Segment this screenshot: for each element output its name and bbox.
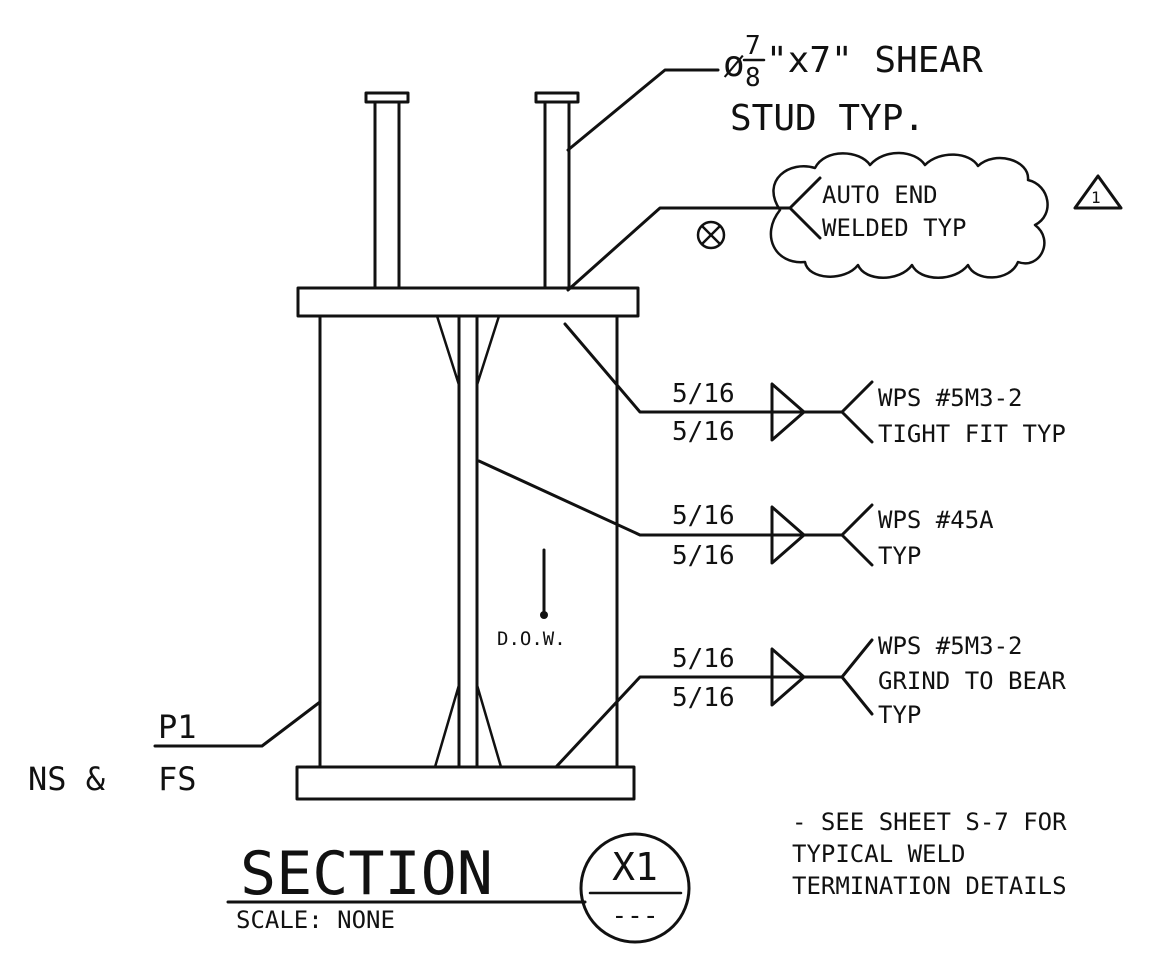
stud-size-text: "x7" SHEAR — [766, 40, 983, 81]
svg-text:1: 1 — [1091, 188, 1101, 207]
weld-symbol-middle: 5/16 5/16 WPS #45A TYP — [477, 459, 994, 571]
stud-frac-numerator: 7 — [745, 31, 761, 61]
bottom-flange — [295, 765, 636, 801]
web-plate — [457, 314, 479, 769]
sheet-note-line3: TERMINATION DETAILS — [792, 872, 1067, 900]
section-mark-bottom: --- — [612, 901, 659, 931]
weld-mid-line2: TYP — [878, 542, 921, 570]
revision-triangle-icon: 1 — [1073, 174, 1123, 210]
top-flange — [296, 286, 640, 318]
section-mark-top: X1 — [612, 845, 658, 889]
shear-stud-right — [534, 91, 580, 290]
stud-line2-text: STUD TYP. — [730, 98, 925, 139]
sheet-note-line2: TYPICAL WELD — [792, 840, 965, 868]
dow-label: D.O.W. — [497, 628, 566, 650]
weld-top-line2: TIGHT FIT TYP — [878, 420, 1066, 448]
weld-bot-size-arrow: 5/16 — [672, 644, 735, 674]
web-bottom-fillet-welds — [433, 683, 503, 769]
crossed-circle-icon — [696, 220, 726, 250]
shear-stud-left — [364, 91, 410, 290]
beam-section: D.O.W. — [295, 91, 640, 801]
direction-of-web-arrow — [540, 548, 548, 619]
plate-label-prefix: NS & — [28, 760, 106, 798]
plate-label-numerator: P1 — [158, 708, 197, 746]
weld-mid-size-arrow: 5/16 — [672, 501, 735, 531]
section-mark-bubble: X1 --- — [579, 832, 691, 944]
sheet-note: - SEE SHEET S-7 FOR TYPICAL WELD TERMINA… — [792, 808, 1067, 900]
stud-diameter-symbol: ø — [723, 44, 745, 85]
weld-bot-line2: GRIND TO BEAR — [878, 667, 1066, 695]
section-scale: SCALE: NONE — [236, 906, 395, 934]
weld-symbol-bottom: 5/16 5/16 WPS #5M3-2 GRIND TO BEAR TYP — [554, 632, 1066, 769]
weld-top-size-arrow: 5/16 — [672, 379, 735, 409]
weld-symbol-top: 5/16 5/16 WPS #5M3-2 TIGHT FIT TYP — [563, 322, 1066, 448]
auto-end-line2: WELDED TYP — [822, 214, 967, 242]
weld-bot-size-other: 5/16 — [672, 683, 735, 713]
plate-label: NS & P1 FS — [28, 700, 322, 798]
weld-top-size-other: 5/16 — [672, 417, 735, 447]
revision-cloud — [769, 151, 1049, 279]
stud-frac-denominator: 8 — [745, 63, 761, 93]
weld-mid-line1: WPS #45A — [878, 506, 994, 534]
section-title: SECTION — [240, 839, 493, 909]
sheet-note-line1: - SEE SHEET S-7 FOR — [792, 808, 1067, 836]
auto-end-line1: AUTO END — [822, 181, 938, 209]
weld-mid-size-other: 5/16 — [672, 541, 735, 571]
weld-bot-line1: WPS #5M3-2 — [878, 632, 1023, 660]
weld-bot-line3: TYP — [878, 701, 921, 729]
weld-top-line1: WPS #5M3-2 — [878, 384, 1023, 412]
auto-end-weld-callout: AUTO END WELDED TYP 1 — [566, 151, 1123, 292]
plate-label-denominator: FS — [158, 760, 197, 798]
section-title-block: SECTION SCALE: NONE X1 --- — [226, 832, 691, 944]
stud-callout: ø 7 8 "x7" SHEAR STUD TYP. — [566, 31, 983, 152]
web-top-fillet-welds — [435, 314, 501, 387]
